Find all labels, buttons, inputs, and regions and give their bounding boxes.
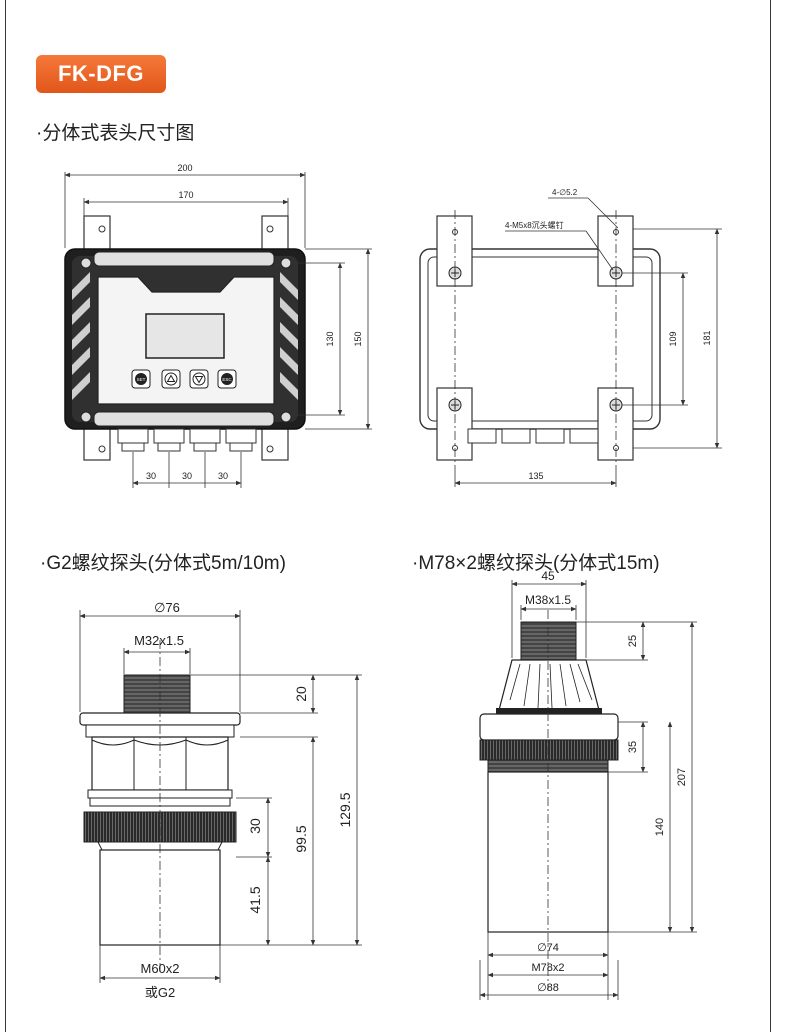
probe2-dim-207: 207 [676, 768, 688, 786]
probe1-dim-diameter: ∅76 [154, 600, 180, 615]
probe2-dim-25: 25 [627, 635, 639, 647]
probe1-dim-30: 30 [247, 818, 263, 834]
g2-probe: ∅76 M32x1.5 20 129.5 30 41.5 99.5 M60x2 … [79, 600, 362, 1000]
probe2-dim-35: 35 [627, 741, 639, 753]
screw-callout: 4-M5x8沉头螺钉 [505, 220, 564, 230]
up-arrow-icon [166, 374, 176, 382]
down-arrow-icon [194, 376, 204, 384]
right-border-line [770, 0, 771, 1032]
dim-height-109: 109 [668, 331, 678, 346]
probe1-dim-m60: M60x2 [140, 961, 179, 976]
dim-width-135: 135 [528, 471, 543, 481]
front-view: SET ESC 200 170 [64, 163, 372, 488]
probe1-dim-41-5: 41.5 [247, 886, 263, 913]
dim-spacing-2: 30 [182, 471, 192, 481]
esc-button: ESC [217, 369, 237, 389]
set-button-label: SET [137, 377, 146, 382]
dim-height-130: 130 [325, 331, 335, 346]
probe2-knurled-nut [479, 739, 619, 761]
heading-g2-probe: ·G2螺纹探头(分体式5m/10m) [40, 553, 286, 574]
probe1-dim-thread: M32x1.5 [134, 633, 184, 648]
dim-spacing-3: 30 [218, 471, 228, 481]
model-badge: FK-DFG [36, 55, 166, 93]
probe1-dim-129-5: 129.5 [337, 792, 353, 827]
probe2-dim-dia88: ∅88 [537, 982, 559, 994]
bracket-top-left [83, 215, 111, 255]
dim-width-200: 200 [177, 163, 192, 173]
left-border-line [5, 0, 6, 1032]
up-button [161, 369, 181, 389]
esc-button-label: ESC [222, 377, 232, 382]
heading-split-head: ·分体式表头尺寸图 [36, 123, 195, 144]
probe2-dim-m78: M78x2 [531, 962, 564, 974]
probe2-dim-dia74: ∅74 [537, 942, 559, 954]
probe2-dim-thread: M38x1.5 [525, 593, 571, 607]
probe2-dim-140: 140 [654, 818, 666, 836]
probe1-dim-g2: 或G2 [145, 985, 175, 1000]
probe1-dim-20: 20 [293, 686, 309, 702]
probe1-thread [123, 674, 191, 714]
down-button [189, 369, 209, 389]
m78-probe: 45 M38x1.5 25 35 207 140 ∅74 M78x2 ∅88 [479, 569, 697, 1000]
lcd-screen [145, 313, 225, 359]
dim-height-181: 181 [702, 330, 712, 345]
probe2-dim-45: 45 [541, 569, 555, 583]
probe1-dim-99-5: 99.5 [293, 825, 309, 852]
set-button: SET [131, 369, 151, 389]
dim-height-150: 150 [353, 331, 363, 346]
hole-callout: 4-∅5.2 [552, 188, 578, 197]
dim-width-170: 170 [178, 190, 193, 200]
probe2-thread [520, 621, 577, 661]
dim-spacing-1: 30 [146, 471, 156, 481]
heading-m78-probe: ·M78×2螺纹探头(分体式15m) [412, 553, 660, 574]
back-view: 4-∅5.2 4-M5x8沉头螺钉 135 109 181 [419, 188, 722, 487]
